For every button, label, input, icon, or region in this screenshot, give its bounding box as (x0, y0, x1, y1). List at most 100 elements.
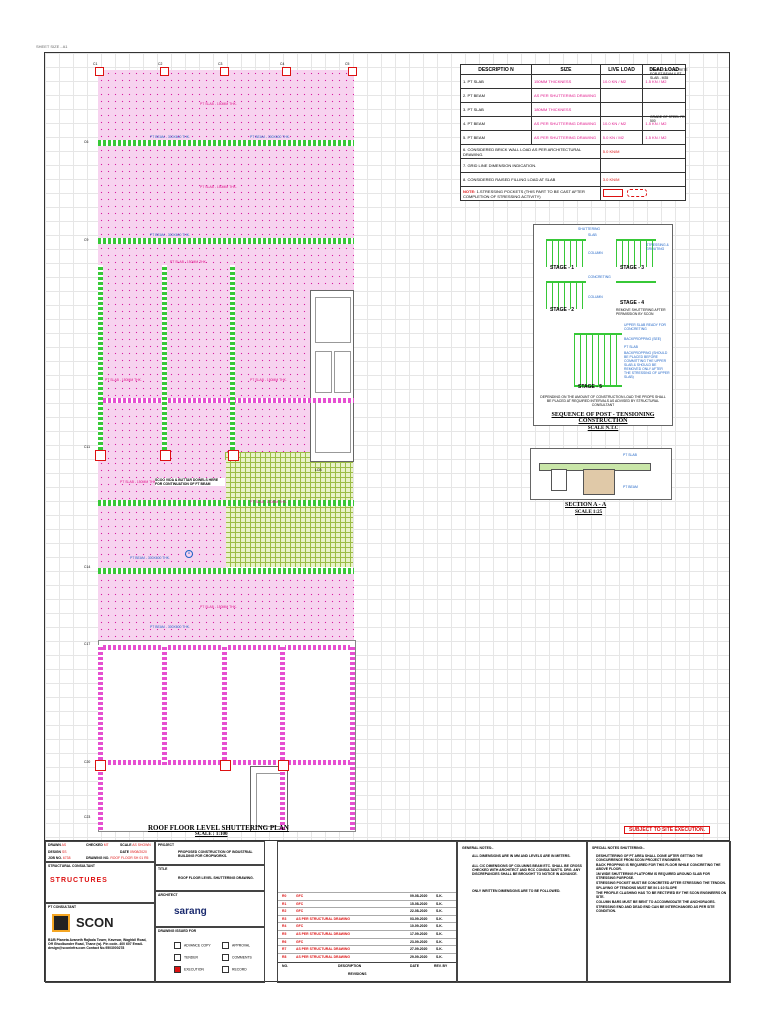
stage-2-label: STAGE - 2 (550, 307, 575, 313)
seq-label-remove: REMOVE SHUTTERING AFTER PERMISSION BY SC… (616, 308, 666, 316)
grid-label-left-2: C9 (84, 238, 89, 242)
architect-logo: sarang (174, 906, 207, 917)
grid-label-left-1: C6 (84, 140, 89, 144)
column-c1 (95, 67, 104, 76)
grid-label-left-7: C23 (84, 815, 91, 819)
slab-label-4: PT SLAB - 150MM THK. (105, 378, 142, 382)
rev-value: R5 (144, 856, 149, 860)
pt-beam-v4 (98, 645, 103, 830)
staircase-block (310, 290, 354, 462)
checkbox-tender[interactable] (174, 954, 181, 961)
design-value: SS (61, 850, 67, 854)
column-c20 (95, 760, 106, 771)
stage-5-label: STAGE - 5 (578, 384, 603, 390)
design-label: DESIGN (48, 850, 61, 854)
column-c4 (282, 67, 291, 76)
grid-label-left-6: C20 (84, 760, 91, 764)
drawing-label: DRAWING NO. (86, 856, 110, 860)
column-c21 (220, 760, 231, 771)
project-label: PROJECT (158, 843, 175, 847)
column-c2 (160, 67, 169, 76)
legend-row: 8. CONSIDERED RAISED FILLING LOAD AT SLA… (460, 172, 687, 187)
architect-label: ARCHITECT (158, 893, 178, 897)
column-c11 (95, 450, 106, 461)
section-title: SECTION A - A (565, 502, 607, 508)
stage-3-label: STAGE - 3 (620, 265, 645, 271)
section-a-a-diagram: PT SLAB PT BEAM (530, 448, 672, 500)
checkbox-comments[interactable] (222, 954, 229, 961)
scon-logo (52, 914, 70, 932)
special-notes: SPECIAL NOTES SHUTTERING:- DESHUTTERING … (587, 841, 731, 983)
seq-label-backprop: BACKPROPPING (SEE) (624, 337, 662, 341)
column-c22 (278, 760, 289, 771)
column-c3 (220, 67, 229, 76)
legend-row: 5. PT BEAM AS PER SHUTTERING DRAWING 5.0… (460, 130, 686, 145)
beam-label-5: PT BEAM - 300X600 THK. (150, 625, 191, 629)
grid-label-left-3: C11 (84, 445, 90, 449)
pt-beam-v7 (280, 645, 285, 830)
sequence-scale: SCALE N.T.C (587, 426, 619, 431)
rev-head-by: REV. BY (434, 964, 448, 968)
checkbox-approval[interactable] (222, 942, 229, 949)
slab-label-2: PT SLAB - 150MM THK. (200, 185, 237, 189)
pt-beam-h3 (98, 500, 354, 506)
lcb-label: LCB (315, 468, 322, 472)
general-notes-label: GENERAL NOTES:- (462, 846, 494, 850)
pt-beam-v3 (230, 265, 235, 460)
title-text: ROOF FLOOR LEVEL SHUTTERING DRAWING. (178, 876, 254, 880)
pt-beam-h4 (98, 568, 354, 574)
pt-beam-v1 (98, 265, 103, 460)
date-value: 09/08/2020 (129, 850, 147, 854)
floor-plan: C1 C2 C3 C4 C5 C6 C9 (84, 60, 360, 832)
special-note: STRESSING END AND DEAD END CAN BE INTERC… (596, 905, 715, 913)
stage-4-label: STAGE - 4 (620, 300, 645, 306)
drawn-label: DRAWN (48, 843, 61, 847)
legend-head-size: SIZE (530, 64, 601, 75)
grid-label-left-5: C17 (84, 642, 91, 646)
special-note: 1M WIDE SHUTTERING PLATFORM IS REQUIRED … (596, 872, 710, 880)
rev-head-no: NO. (282, 964, 289, 968)
checkbox-execution[interactable] (174, 966, 181, 973)
scale-value: AS SHOWN (132, 843, 151, 847)
seq-label-shuttering: SHUTTERING (578, 227, 601, 231)
general-note-2: ALL C/C DIMENSIONS OF COLUMNS BEAM ETC. … (472, 864, 582, 876)
column-c13 (228, 450, 239, 461)
slab-label-1: PT SLAB - 150MM THK. (200, 102, 237, 106)
pt-consultant-address: B1/B Planeta Avaneth Rajbala Tower, Kave… (48, 938, 147, 950)
seq-label-column: COLUMN (588, 251, 603, 255)
pt-beam-v5 (162, 645, 167, 765)
legend-head-live: LIVE LOAD (599, 64, 644, 75)
seq-label-slab: SLAB (588, 233, 597, 237)
plan-title: ROOF FLOOR LEVEL SHUTTERING PLAN (148, 824, 289, 832)
scale-label: SCALE (120, 843, 132, 847)
legend-table: DESCRIPTIO N SIZE LIVE LOAD DEAD LOAD 1.… (460, 64, 687, 201)
section-scale: SCALE 1:25 (575, 510, 603, 515)
checkbox-record[interactable] (222, 966, 229, 973)
checkbox-advance-copy[interactable] (174, 942, 181, 949)
drawing-issued-label: DRAWING ISSUED FOR (158, 929, 197, 933)
sequence-title: SEQUENCE OF POST - TENSIONING CONSTRUCTI… (551, 412, 655, 424)
title-block: DRAWN AS CHECKED MT SCALE AS SHOWN DESIG… (44, 840, 731, 983)
rev-head-desc: DESCRIPTION (338, 964, 362, 968)
pt-consultant-label: PT CONSULTANT (48, 905, 77, 909)
structural-logo-text: STRUCTURES (50, 877, 108, 884)
special-note: THE PROFILE CLASHING HAS TO BE RECTIFIED… (596, 891, 727, 899)
slab-label-6: PT SLAB - 150MM THK. (120, 480, 157, 484)
sheet-size-label: SHEET SIZE - A1 (36, 44, 68, 49)
structural-consultant-label: STRUCTURAL CONSULTANT (48, 864, 95, 868)
special-note: DESHUTTERING OF PT AREA SHALL DONE AFTER… (596, 854, 703, 862)
pt-beam-h7 (98, 398, 354, 403)
special-note: STRESSING POCKET MUST BE CONCRETED AFTER… (596, 881, 726, 885)
grid-label-left-4: C14 (84, 565, 91, 569)
beam-label-4: PT BEAM - 300X600 THK. (130, 556, 171, 560)
general-note-3: ONLY WRITTEN DIMENSIONS ARE TO BE FOLLOW… (472, 889, 561, 893)
pt-beam-v2 (162, 265, 167, 460)
seq-label-upper-slab: UPPER SLAB READY FOR CONCRETING (624, 323, 666, 331)
general-note-1: ALL DIMENSIONS ARE IN MM AND LEVELS ARE … (472, 854, 571, 858)
